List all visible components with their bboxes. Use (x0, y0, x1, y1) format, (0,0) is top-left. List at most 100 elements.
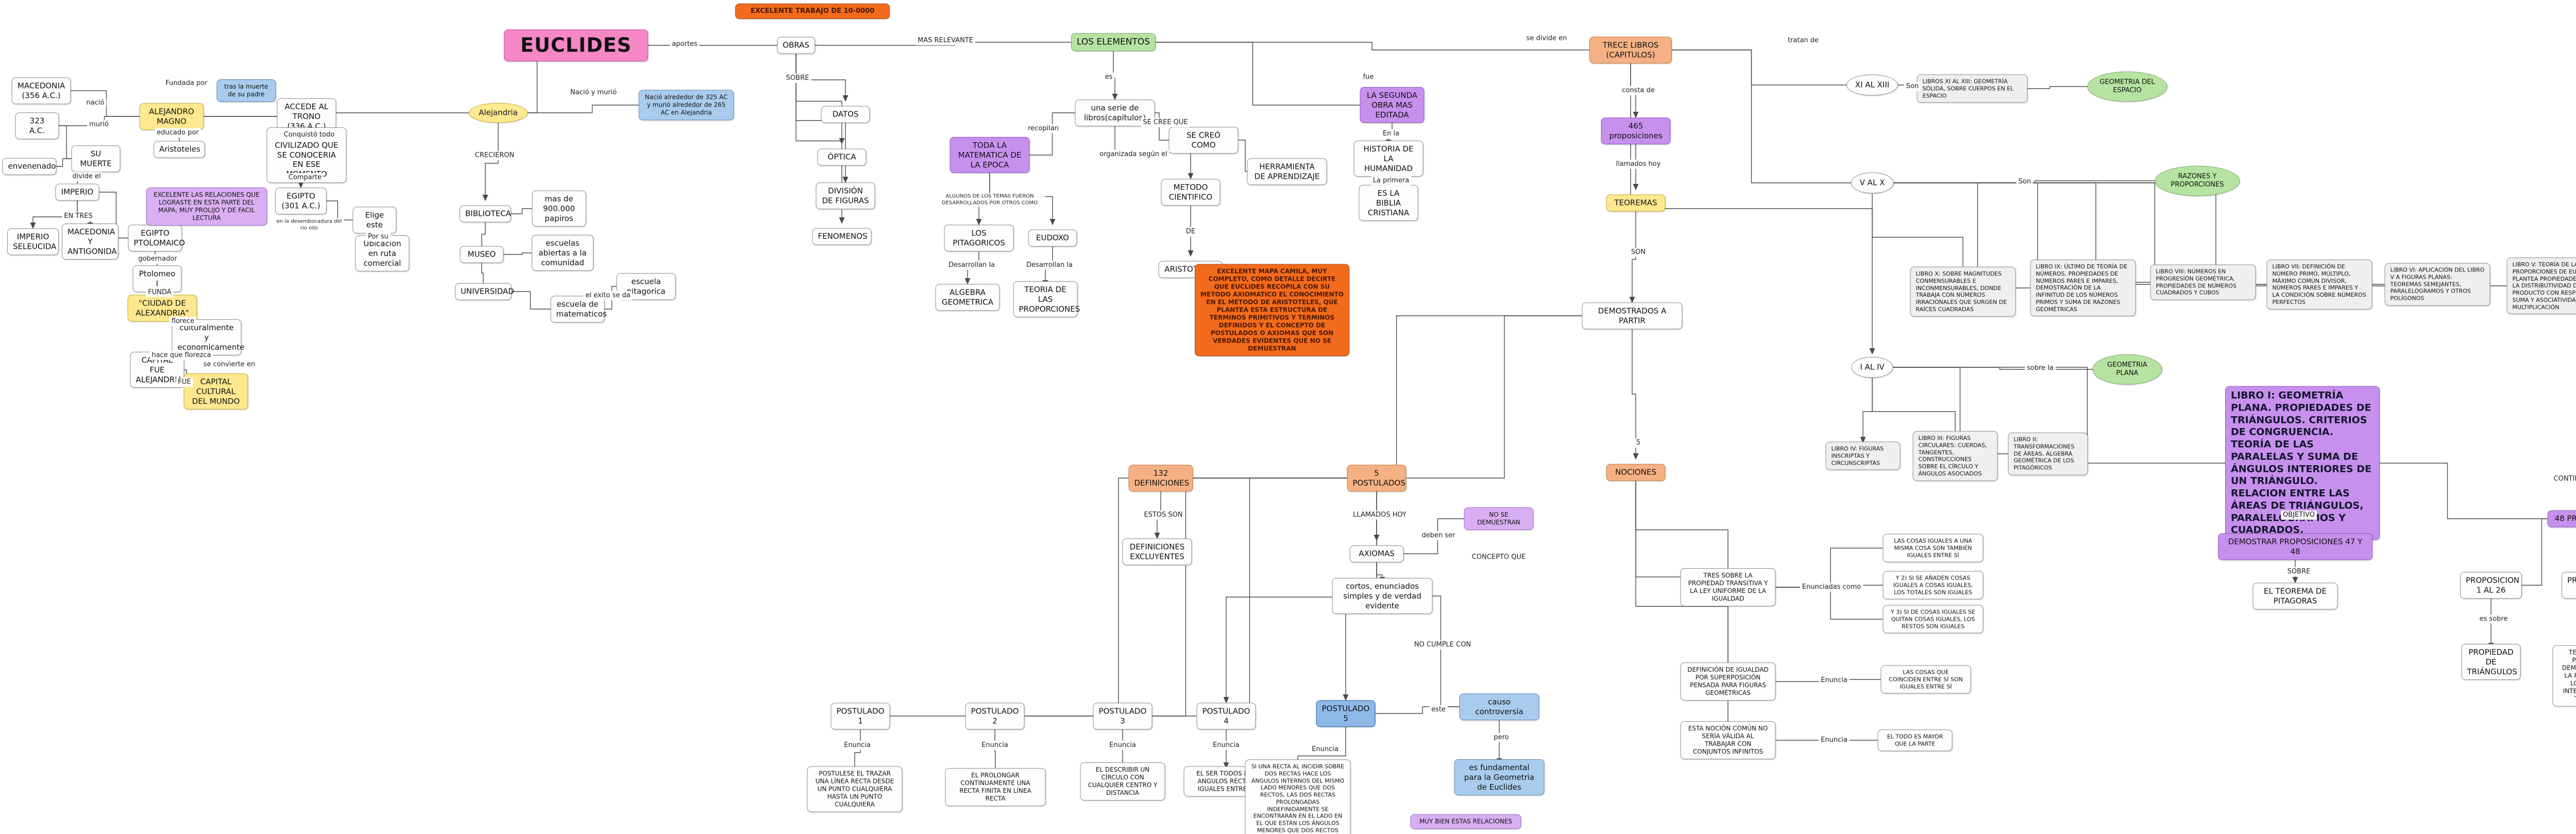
link-label-l_por_su[interactable]: Por su (366, 232, 391, 242)
link-label-l_son1[interactable]: SON (1629, 247, 1648, 258)
concept-node-libro_x[interactable]: LIBRO X: SOBRE MAGNITUDES CONMENSURABLES… (1910, 266, 2016, 317)
concept-node-algebra_geom[interactable]: ALGEBRA GEOMETRICA (935, 284, 1000, 311)
concept-node-elige_este[interactable]: Elige este (352, 207, 397, 233)
concept-node-cortos[interactable]: cortos, enunciados simples y de verdad e… (1332, 577, 1433, 615)
concept-node-segunda_obra[interactable]: LA SEGUNDA OBRA MAS EDITADA (1360, 87, 1425, 124)
concept-node-postulado4[interactable]: POSTULADO 4 (1196, 703, 1256, 729)
link-label-l_divide_el[interactable]: divide el (70, 172, 103, 182)
link-label-l_son2[interactable]: Son (1904, 81, 1921, 92)
concept-node-prop_27_32[interactable]: PROPOSICION 27 AL 32 (2562, 572, 2576, 599)
concept-node-razones_prop[interactable]: RAZONES Y PROPORCIONES (2155, 165, 2240, 196)
concept-node-todo_mayor[interactable]: EL TODO ES MAYOR QUE LA PARTE (1877, 729, 1953, 751)
link-label-l_cinco[interactable]: 5 (1634, 438, 1643, 448)
link-label-l_este[interactable]: este (1429, 705, 1448, 715)
concept-node-i_al_iv[interactable]: I AL IV (1851, 356, 1893, 378)
link-label-l_enunciadas[interactable]: Enunciadas como (1800, 582, 1863, 592)
link-label-l_llamados1[interactable]: llamados hoy (1614, 159, 1663, 169)
concept-node-macedonia[interactable]: MACEDONIA (356 A.C.) (11, 77, 71, 104)
link-label-l_fundada_por[interactable]: Fundada por (163, 78, 210, 89)
link-label-l_exito[interactable]: el exito se da (583, 291, 633, 301)
concept-node-prop_1_26[interactable]: PROPOSICION 1 AL 26 (2460, 572, 2522, 599)
link-label-l_nacio2[interactable]: nació (84, 98, 107, 108)
concept-node-imp_seleucida[interactable]: IMPERIO SELEUCIDA (7, 228, 59, 255)
concept-node-escuelas_abiertas[interactable]: escuelas abiertas a la comunidad (532, 234, 594, 271)
link-label-l_es1[interactable]: es (1103, 72, 1115, 82)
concept-node-papiros[interactable]: mas de 900.000 papiros (532, 190, 586, 227)
link-label-l_la_primera[interactable]: La primera (1370, 176, 1412, 186)
concept-node-egipto_ptolomaico[interactable]: EGIPTO PTOLOMAICO (128, 225, 185, 251)
link-label-l_mas_relevante[interactable]: MAS RELEVANTE (915, 36, 976, 46)
concept-node-enun2[interactable]: EL PROLONGAR CONTINUAMENTE UNA RECTA FIN… (945, 768, 1046, 806)
link-label-l_desembocadura[interactable]: en la desembocadura del rio nilo (274, 218, 344, 232)
concept-node-egipto_301[interactable]: EGIPTO (301 A.C.) (275, 188, 327, 214)
concept-node-los_elementos[interactable]: LOS ELEMENTOS (1071, 33, 1156, 52)
link-label-l_hace_florezca[interactable]: hace que florezca (149, 350, 213, 361)
link-label-l_enuncia_b[interactable]: Enuncia (1819, 735, 1850, 745)
link-label-l_contiene[interactable]: CONTIENE (2551, 474, 2576, 484)
concept-node-teoria_paralelas[interactable]: TEORIA DE LAS PARALELAS Y DEMOSTRACIÓN D… (2552, 645, 2576, 707)
concept-node-libro_vi[interactable]: LIBRO VI: APLICACIÓN DEL LIBRO V A FIGUR… (2384, 263, 2490, 306)
concept-node-enun5[interactable]: SI UNA RECTA AL INCIDIR SOBRE DOS RECTAS… (1245, 759, 1351, 834)
link-label-l_se_divide[interactable]: se divide en (1524, 33, 1569, 44)
concept-node-fundamental[interactable]: es fundamental para la Geometria de Eucl… (1454, 759, 1545, 796)
concept-node-nota_mapa[interactable]: EXCELENTE MAPA CAMILA, MUY COMPLETO, COM… (1195, 264, 1349, 356)
link-label-l_consta[interactable]: consta de (1620, 86, 1657, 96)
concept-node-libro_iv[interactable]: LIBRO IV: FIGURAS INSCRIPTAS Y CIRCUNSCR… (1825, 441, 1901, 470)
concept-node-postulado1[interactable]: POSTULADO 1 (831, 703, 890, 729)
concept-node-herramienta[interactable]: HERRAMIENTA DE APRENDIZAJE (1247, 158, 1327, 185)
concept-node-nociones[interactable]: NOCIONES (1606, 464, 1666, 481)
concept-node-pitagoricos[interactable]: LOS PITAGORICOS (944, 225, 1014, 251)
concept-node-tres_sobre[interactable]: TRES SOBRE LA PROPIEDAD TRANSITIVA Y LA … (1680, 568, 1776, 606)
link-label-l_enuncia4[interactable]: Enuncia (1211, 740, 1242, 751)
concept-node-definiciones132[interactable]: 132 DEFINICIONES (1128, 465, 1193, 491)
concept-node-demostrar_prop[interactable]: DEMOSTRAR PROPOSICIONES 47 Y 48 (2218, 533, 2372, 560)
concept-node-biblia[interactable]: ES LA BIBLIA CRISTIANA (1359, 184, 1418, 222)
link-label-l_desarrollan1[interactable]: Desarrollan la (946, 260, 997, 270)
concept-node-geom_plana[interactable]: GEOMETRIA PLANA (2092, 354, 2162, 385)
link-label-l_enuncia3[interactable]: Enuncia (1107, 740, 1138, 751)
link-label-l_educado[interactable]: educado por (155, 128, 201, 138)
link-label-l_se_convierte[interactable]: se convierte en (201, 360, 258, 370)
concept-node-cult_econ[interactable]: culturalmente y economicamente (172, 319, 245, 356)
concept-node-euclides[interactable]: EUCLIDES (504, 29, 648, 61)
concept-node-libro_ix[interactable]: LIBRO IX: ÚLTIMO DE TEORÍA DE NÚMEROS, P… (2030, 259, 2136, 317)
concept-node-serie_libros[interactable]: una serie de libros(capitulos) (1075, 99, 1155, 126)
concept-node-xi_xiii[interactable]: XI AL XIII (1846, 74, 1899, 96)
concept-node-museo[interactable]: MUSEO (460, 246, 504, 263)
link-label-l_gobernador[interactable]: gobernador (136, 254, 179, 264)
link-label-l_enuncia1[interactable]: Enuncia (842, 740, 873, 751)
concept-node-biblioteca[interactable]: BIBLIOTECA (460, 205, 511, 223)
link-label-l_murio2[interactable]: murió (87, 120, 111, 130)
link-label-l_estos_son[interactable]: ESTOS SON (1142, 510, 1185, 520)
link-label-l_en_la[interactable]: En la (1380, 129, 1402, 139)
concept-node-no_demuestran[interactable]: NO SE DEMUESTRAN (1464, 507, 1534, 530)
link-label-l_es_sobre1[interactable]: es sobre (2477, 614, 2510, 624)
link-label-l_enuncia_a[interactable]: Enuncia (1819, 675, 1850, 686)
link-label-l_conquista[interactable]: Conquistó todo (281, 130, 337, 140)
concept-node-def_excluyentes[interactable]: DEFINICIONES EXCLUYENTES (1122, 538, 1192, 565)
link-label-l_enuncia2[interactable]: Enuncia (979, 740, 1010, 751)
concept-node-metodo_cientifico[interactable]: METODO CIENTIFICO (1161, 179, 1221, 206)
concept-node-teoria_proporciones[interactable]: TEORIA DE LAS PROPORCIONES (1013, 281, 1080, 318)
concept-node-postulado3[interactable]: POSTULADO 3 (1093, 703, 1153, 729)
link-label-l_no_cumple[interactable]: NO CUMPLE CON (1412, 640, 1473, 650)
concept-node-nota_relaciones[interactable]: EXCELENTE LAS RELACIONES QUE LOGRASTE EN… (146, 188, 267, 226)
concept-node-libro_viii[interactable]: LIBRO VIII: NÚMEROS EN PROGRESIÓN GEOMÉT… (2150, 264, 2256, 300)
concept-node-se_creo_como[interactable]: SE CREÓ COMO (1168, 127, 1239, 154)
concept-node-teorema_pitagoras[interactable]: EL TEOREMA DE PITAGORAS (2252, 583, 2338, 609)
concept-node-enun1[interactable]: POSTULESE EL TRAZAR UNA LÍNEA RECTA DESD… (807, 766, 903, 812)
concept-node-libro_iii[interactable]: LIBRO III: FIGURAS CIRCULARES: CUERDAS, … (1912, 431, 1998, 481)
concept-node-eudoxo[interactable]: EUDOXO (1028, 229, 1077, 247)
concept-node-enun3[interactable]: EL DESCRIBIR UN CÍRCULO CON CUALQUIER CE… (1080, 762, 1165, 801)
concept-node-def_igualdad[interactable]: DEFINICIÓN DE IGUALDAD POR SUPERPOSICIÓN… (1680, 662, 1776, 701)
concept-node-datos[interactable]: DATOS (821, 106, 870, 123)
link-label-l_aportes[interactable]: aportes (670, 39, 700, 49)
link-label-l_se_cree[interactable]: SE CREE QUE (1141, 117, 1190, 128)
concept-node-excelente_trabajo[interactable]: EXCELENTE TRABAJO DE 10-0000 (735, 3, 890, 20)
concept-node-geom_espacio[interactable]: GEOMETRIA DEL ESPACIO (2087, 71, 2167, 102)
concept-node-su_muerte[interactable]: SU MUERTE (71, 145, 121, 172)
concept-node-proposiciones465[interactable]: 465 proposiciones (1601, 117, 1671, 144)
concept-node-nocion_invalida[interactable]: ESTA NOCIÓN COMÚN NO SERÍA VÁLIDA AL TRA… (1680, 721, 1776, 759)
concept-node-universidad[interactable]: UNIVERSIDAD (455, 283, 514, 300)
concept-node-historia_humanidad[interactable]: HISTORIA DE LA HUMANIDAD (1353, 140, 1423, 177)
